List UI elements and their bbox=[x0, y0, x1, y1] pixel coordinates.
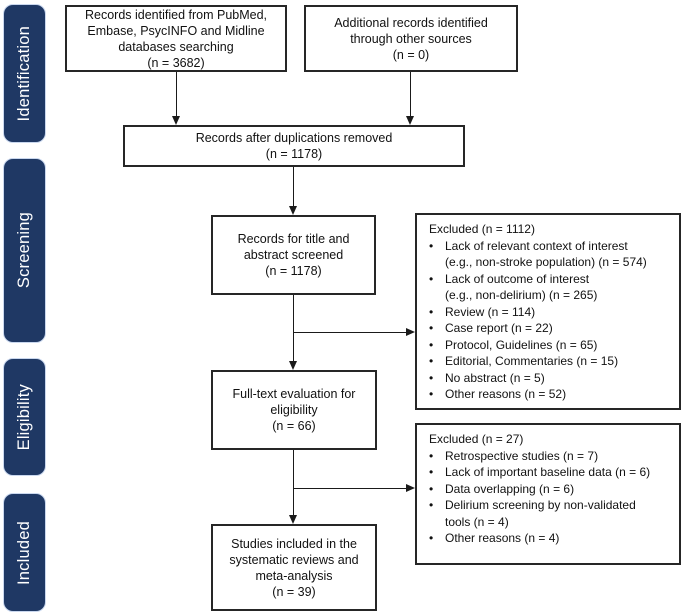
stage-screening: Screening bbox=[3, 158, 46, 343]
arrowhead-down-icon bbox=[405, 116, 414, 125]
connector-dedup-to-screen bbox=[292, 167, 294, 206]
excluded-item: Data overlapping (n = 6) bbox=[427, 481, 675, 498]
arrowhead-down-icon bbox=[288, 361, 297, 370]
source-records-box: Records identified from PubMed, Embase, … bbox=[65, 5, 287, 72]
other-sources-box: Additional records identified through ot… bbox=[304, 5, 518, 72]
connector-sources-to-dedup bbox=[175, 72, 177, 116]
deduplicated-records-box: Records after duplications removed (n = … bbox=[123, 125, 465, 167]
stage-included: Included bbox=[3, 493, 46, 612]
excluded-item: Lack of relevant context of interest (e.… bbox=[427, 238, 675, 271]
stage-identification-label: Identification bbox=[15, 25, 33, 122]
excluded-fulltext-box: Excluded (n = 27) Retrospective studies … bbox=[415, 423, 681, 565]
stage-eligibility-label: Eligibility bbox=[15, 383, 33, 451]
connector-fulltext-to-excluded bbox=[293, 487, 406, 489]
excluded-item: Delirium screening by non-validated tool… bbox=[427, 497, 675, 530]
arrowhead-down-icon bbox=[288, 515, 297, 524]
stage-included-label: Included bbox=[15, 520, 33, 585]
title-abstract-screened-box: Records for title and abstract screened … bbox=[211, 215, 376, 295]
stage-screening-label: Screening bbox=[15, 212, 33, 289]
excluded-screening-box: Excluded (n = 1112) Lack of relevant con… bbox=[415, 213, 681, 410]
excluded-fulltext-title: Excluded (n = 27) bbox=[429, 432, 524, 446]
included-studies-box: Studies included in the systematic revie… bbox=[211, 524, 377, 611]
excluded-item: Lack of important baseline data (n = 6) bbox=[427, 464, 675, 481]
excluded-item: Editorial, Commentaries (n = 15) bbox=[427, 353, 675, 370]
arrowhead-right-icon bbox=[406, 327, 415, 336]
excluded-item: No abstract (n = 5) bbox=[427, 370, 675, 387]
connector-fulltext-to-included bbox=[292, 450, 294, 515]
excluded-item: Retrospective studies (n = 7) bbox=[427, 448, 675, 465]
excluded-item: Case report (n = 22) bbox=[427, 320, 675, 337]
excluded-screening-list: Lack of relevant context of interest (e.… bbox=[427, 238, 675, 403]
excluded-item: Protocol, Guidelines (n = 65) bbox=[427, 337, 675, 354]
arrowhead-down-icon bbox=[171, 116, 180, 125]
excluded-fulltext-list: Retrospective studies (n = 7) Lack of im… bbox=[427, 448, 675, 547]
excluded-item: Other reasons (n = 52) bbox=[427, 386, 675, 403]
arrowhead-right-icon bbox=[406, 483, 415, 492]
connector-other-to-dedup bbox=[409, 72, 411, 116]
excluded-item: Other reasons (n = 4) bbox=[427, 530, 675, 547]
fulltext-eligibility-box: Full-text evaluation for eligibility (n … bbox=[211, 370, 377, 450]
connector-screen-to-fulltext bbox=[292, 295, 294, 361]
stage-identification: Identification bbox=[3, 4, 46, 143]
arrowhead-down-icon bbox=[288, 206, 297, 215]
stage-eligibility: Eligibility bbox=[3, 358, 46, 476]
excluded-item: Review (n = 114) bbox=[427, 304, 675, 321]
excluded-item: Lack of outcome of interest (e.g., non-d… bbox=[427, 271, 675, 304]
excluded-screening-title: Excluded (n = 1112) bbox=[429, 222, 535, 236]
connector-screen-to-excluded bbox=[293, 331, 406, 333]
